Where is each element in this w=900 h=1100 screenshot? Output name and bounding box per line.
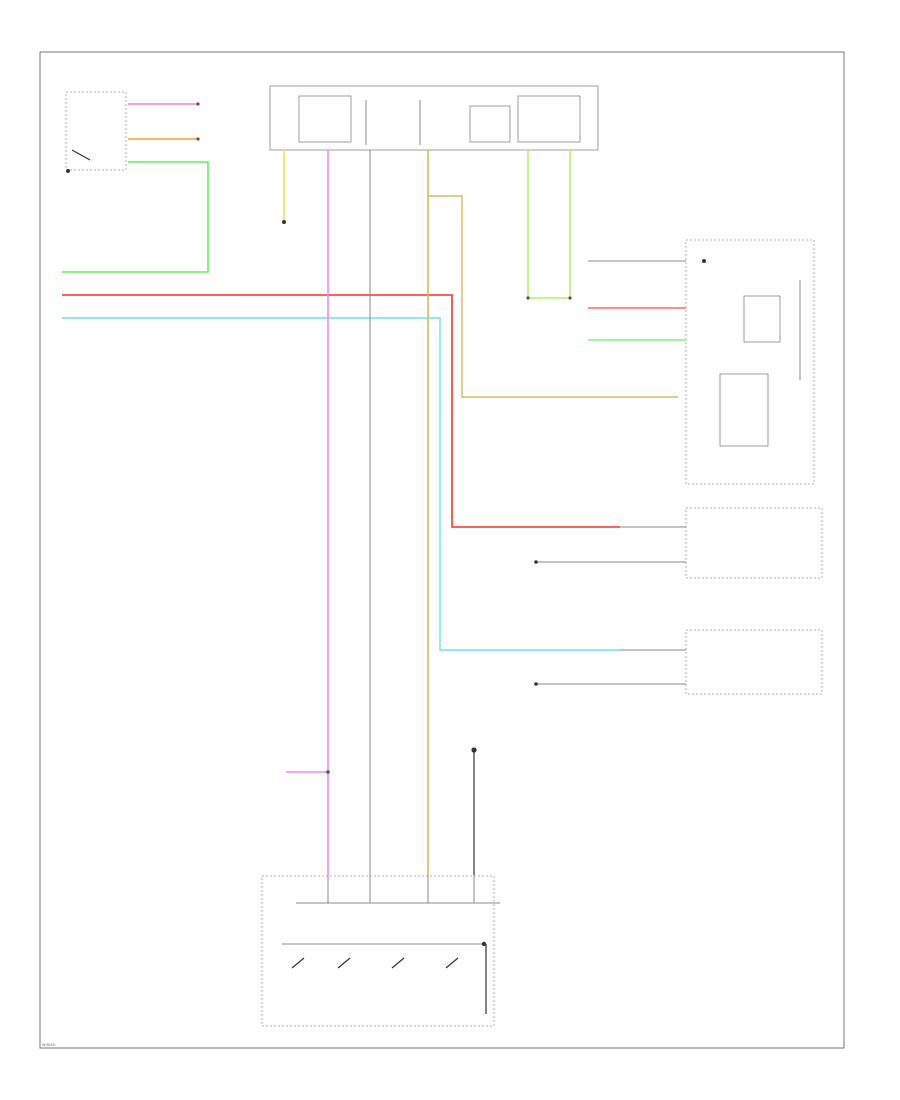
wire-green-right-ground2-icon — [568, 296, 572, 300]
right-door-wire-ground-icon — [534, 682, 538, 686]
bottom-switch-ground-icon — [481, 941, 487, 947]
meter-wire-1-terminal-icon — [702, 259, 706, 263]
fuse-box-cell-2 — [469, 105, 511, 143]
left-door-wire-ground-icon — [534, 560, 538, 564]
combination-meter-box — [685, 239, 815, 485]
wire-cyan — [62, 317, 620, 651]
bottom-switch-contact-3 — [391, 957, 405, 969]
left-switch-contact — [71, 149, 91, 161]
bottom-switch-contact-4 — [445, 957, 459, 969]
left-wire-orange-terminal-icon — [196, 137, 200, 141]
wire-red — [62, 294, 620, 528]
fuse-box-cell-1 — [298, 95, 352, 143]
wire-green-right — [527, 150, 571, 299]
footer-code: W/DIAG — [42, 1043, 56, 1047]
meter-internal-block-2 — [719, 373, 769, 447]
bottom-switch-contact-2 — [337, 957, 351, 969]
wire-violet-junction-icon — [326, 770, 330, 774]
right-door-switch-box — [685, 629, 823, 695]
left-switch-ground-icon — [66, 169, 70, 173]
fuse-box-cell-3 — [517, 95, 581, 143]
fuse-box-outer — [269, 85, 599, 151]
wire-green-left — [62, 161, 209, 273]
bottom-switch-contact-1 — [291, 957, 305, 969]
wire-ground-right-top-icon — [471, 747, 477, 753]
meter-internal-block-1 — [743, 295, 781, 343]
wire-tan-b — [428, 195, 678, 398]
diagram-frame — [39, 51, 845, 1049]
left-wire-pink-terminal-icon — [196, 102, 200, 106]
wire-green-right-ground-icon — [526, 296, 530, 300]
wire-yellow-left-ground-icon — [282, 220, 286, 224]
bottom-switch-box — [261, 875, 495, 1027]
left-switch-box — [65, 91, 127, 171]
left-door-switch-box — [685, 507, 823, 579]
